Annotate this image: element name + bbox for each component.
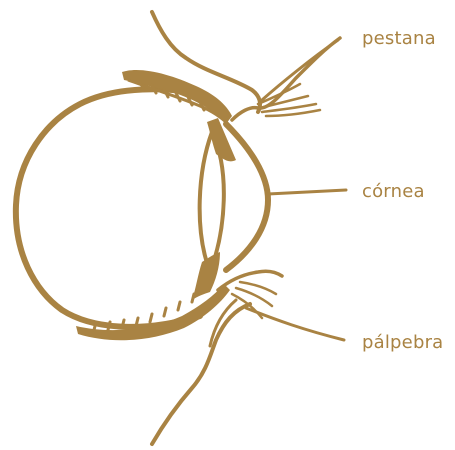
eyelid-label: pálpebra (362, 332, 443, 354)
eyelashes (258, 84, 320, 116)
leader-line-cornea (268, 190, 346, 194)
cornea-label: córnea (362, 181, 425, 203)
lower-lid-margin (218, 271, 282, 290)
eyelash-label: pestana (362, 28, 436, 50)
cornea-outline (226, 124, 268, 270)
leader-line-eyelash (262, 40, 338, 100)
leader-line-eyelid (246, 308, 344, 340)
eyeball-outline (16, 89, 206, 327)
